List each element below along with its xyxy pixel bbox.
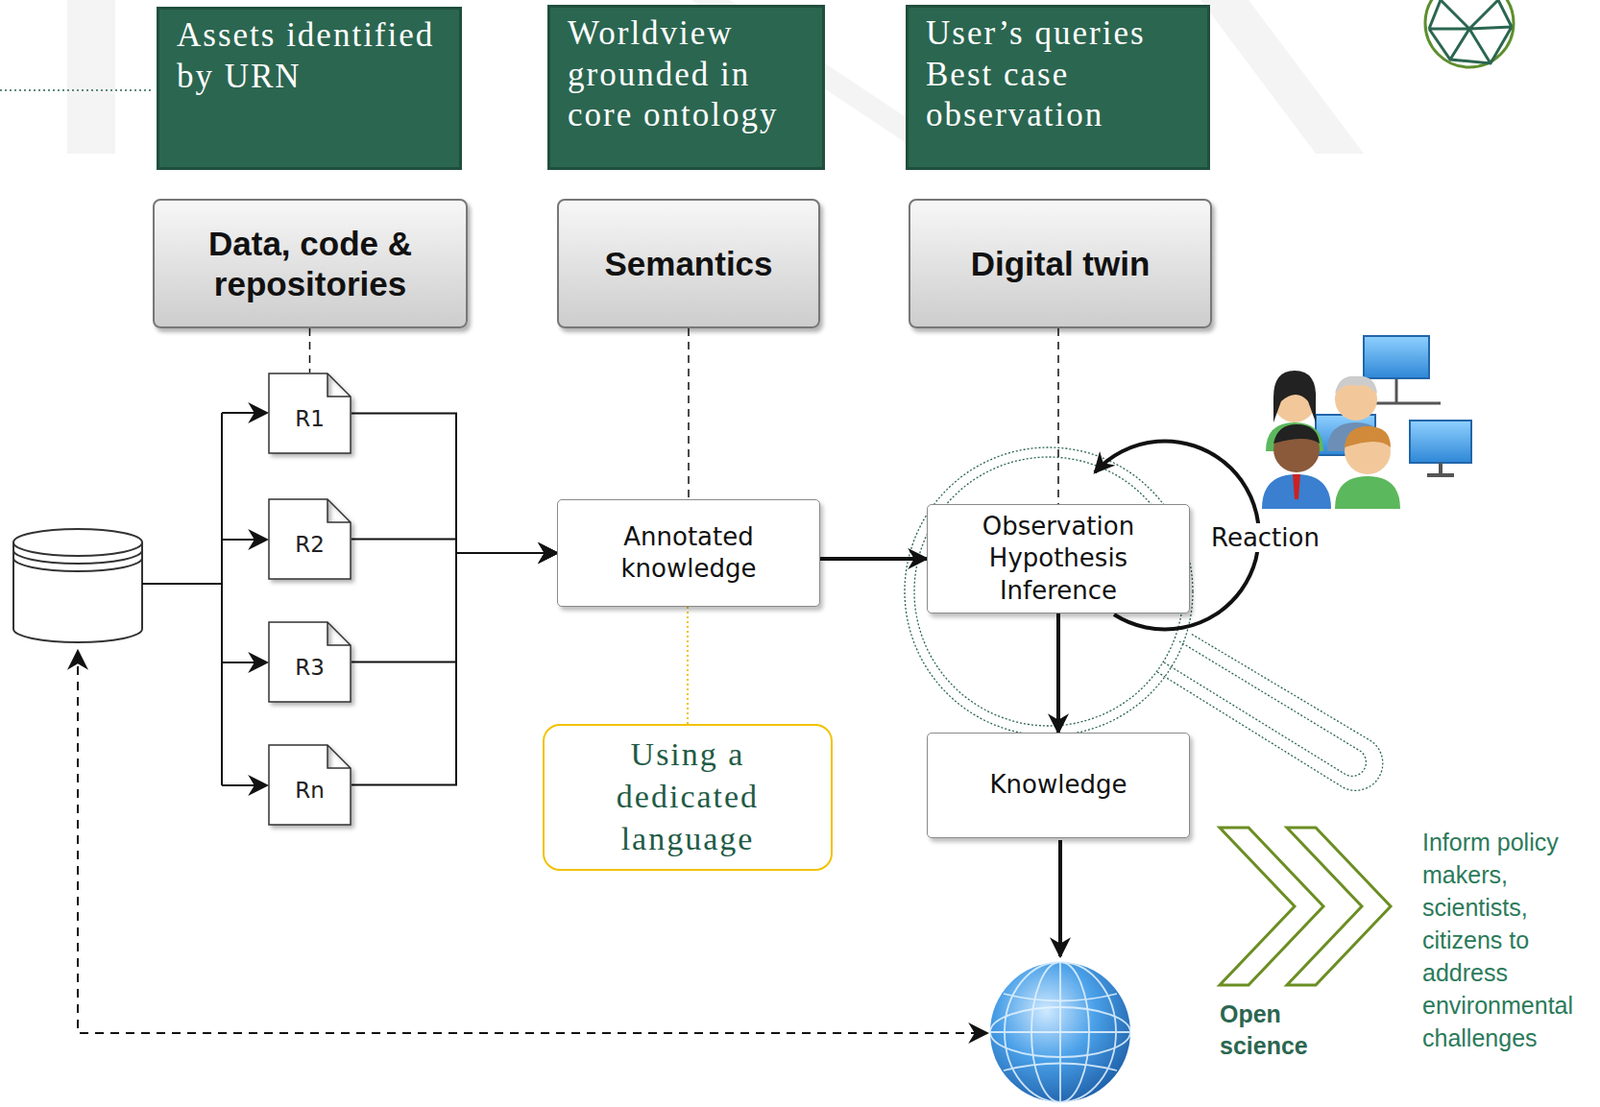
connector bbox=[686, 606, 689, 725]
globe-icon bbox=[990, 962, 1131, 1103]
heading-box: User’s queries Best case observation bbox=[905, 4, 1211, 170]
connector bbox=[687, 328, 690, 500]
connector bbox=[351, 413, 558, 555]
heading-box: Worldview grounded in core ontology bbox=[547, 4, 825, 170]
node-text: Worldview grounded in core ontology bbox=[567, 13, 805, 137]
connector bbox=[351, 539, 558, 555]
heading-box: Assets identified by URN bbox=[156, 6, 462, 170]
loop-label: Reaction bbox=[1208, 523, 1323, 553]
dotted-line bbox=[0, 89, 154, 92]
layer-box: Data, code & repositories bbox=[152, 198, 468, 329]
layer-box: Semantics bbox=[557, 198, 821, 329]
process-box: Annotated knowledge bbox=[557, 499, 821, 607]
node-text: R2 bbox=[294, 532, 325, 558]
layer-box: Digital twin bbox=[908, 198, 1213, 329]
people-icon bbox=[1261, 336, 1472, 510]
connector bbox=[309, 328, 312, 373]
node-text: Rn bbox=[294, 777, 325, 803]
feedback-line bbox=[77, 651, 988, 1034]
database-cylinder bbox=[13, 529, 143, 643]
connector bbox=[1057, 328, 1060, 505]
process-box: Knowledge bbox=[926, 732, 1190, 839]
note-text: Inform policy makers, scientists, citize… bbox=[1422, 825, 1594, 1055]
node-text: Semantics bbox=[604, 243, 773, 285]
repository-doc: R2 bbox=[267, 498, 352, 581]
repository-doc: R3 bbox=[267, 621, 352, 704]
node-text: Using a dedicated language bbox=[557, 733, 818, 862]
repository-doc: R1 bbox=[267, 372, 352, 455]
node-text: R3 bbox=[294, 654, 325, 680]
connector bbox=[820, 557, 927, 561]
node-text: Data, code & repositories bbox=[166, 223, 455, 305]
node-text: User’s queries Best case observation bbox=[925, 13, 1190, 137]
node-text: Digital twin bbox=[970, 243, 1151, 285]
node-text: Observation Hypothesis Inference bbox=[937, 510, 1180, 607]
geodesic-sphere bbox=[1425, 0, 1514, 68]
badge-label: Open science bbox=[1219, 998, 1326, 1062]
connector bbox=[351, 553, 558, 786]
node-text: Knowledge bbox=[990, 769, 1128, 801]
connector bbox=[1056, 613, 1061, 733]
node-text: Assets identified by URN bbox=[176, 15, 442, 97]
fan-out-wires bbox=[142, 412, 267, 786]
note-box: Using a dedicated language bbox=[542, 724, 833, 872]
process-box: Observation Hypothesis Inference bbox=[926, 504, 1190, 614]
connector bbox=[351, 553, 558, 663]
node-text: Annotated knowledge bbox=[567, 521, 810, 586]
node-text: R1 bbox=[294, 406, 325, 432]
globe-arrow bbox=[1058, 840, 1063, 957]
chevrons bbox=[1219, 827, 1391, 986]
repository-doc: Rn bbox=[267, 744, 352, 826]
